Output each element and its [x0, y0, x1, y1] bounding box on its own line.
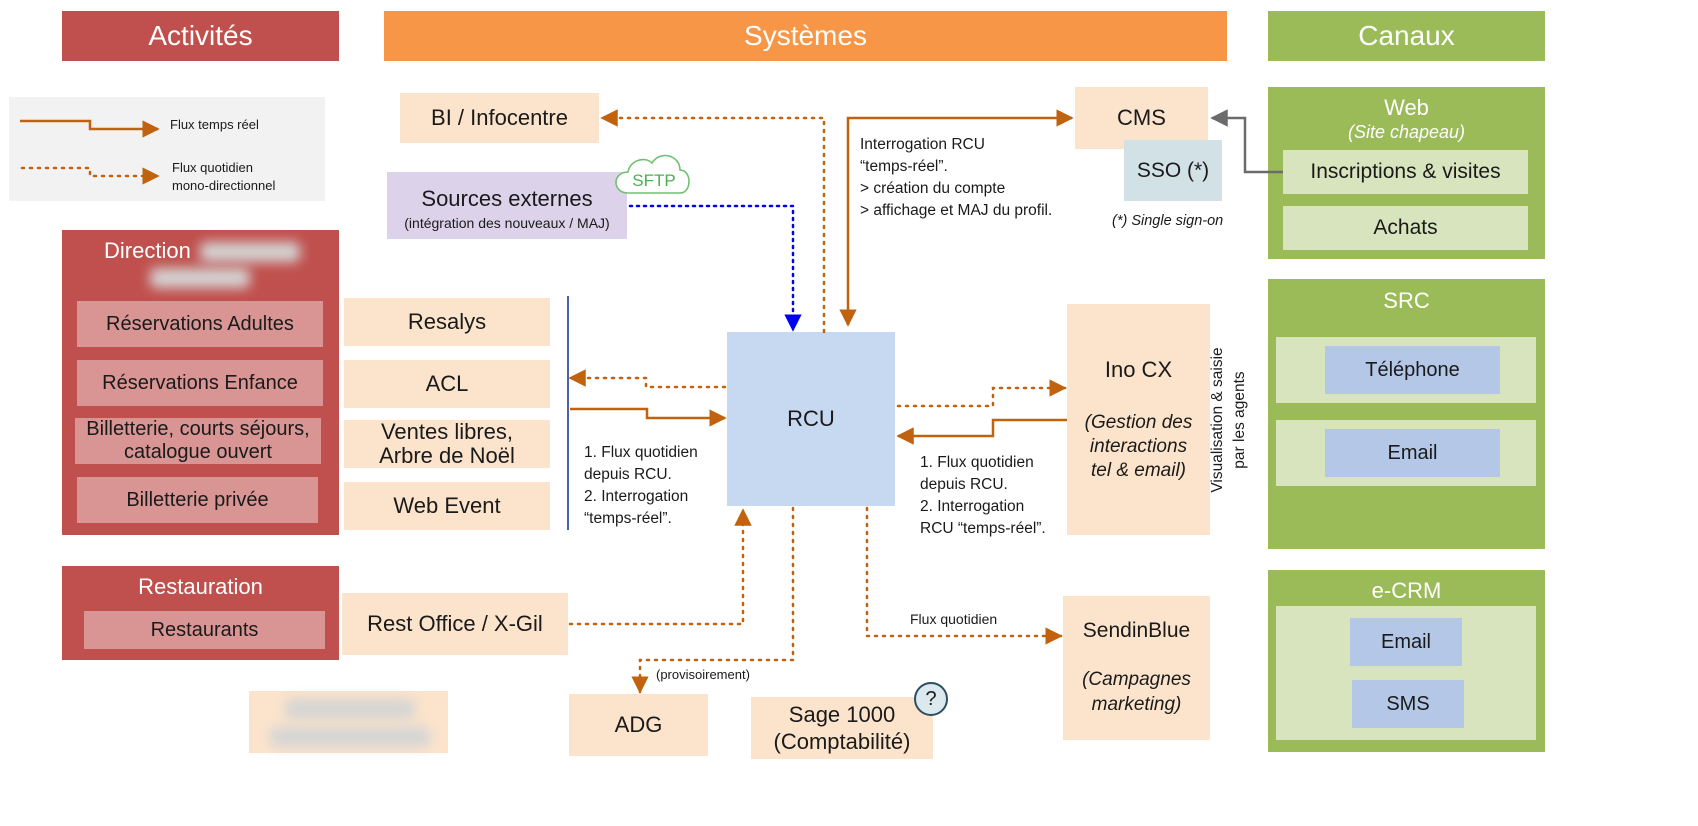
system-cms: CMS	[1075, 87, 1208, 149]
flow-web-cms	[1210, 109, 1283, 174]
legend-daily-label-2: mono-directionnel	[172, 178, 276, 193]
flow-restoffice-rcu	[568, 508, 752, 626]
sage-line2: (Comptabilité)	[773, 729, 911, 754]
sendinblue-sub-2: marketing)	[1091, 694, 1182, 715]
direction-title: Direction	[104, 238, 191, 263]
sendinblue-title: SendinBlue	[1082, 619, 1191, 642]
channel-web-subtitle: (Site chapeau)	[1347, 122, 1466, 142]
ino-cx-sub-3: tel & email)	[1090, 459, 1187, 481]
system-sso: SSO (*)	[1124, 140, 1222, 201]
header-canaux: Canaux	[1268, 11, 1545, 61]
channel-web-title: Web	[1384, 95, 1429, 120]
channel-src-email: Email	[1325, 429, 1500, 477]
left-note-line: depuis RCU.	[584, 466, 672, 483]
ventes-libres-line2: Arbre de Noël	[379, 443, 515, 468]
flow-ino-rcu	[896, 418, 1067, 445]
left-flow-note: 1. Flux quotidien depuis RCU. 2. Interro…	[584, 442, 698, 530]
header-systemes: Systèmes	[384, 11, 1227, 61]
system-ventes-libres: Ventes libres, Arbre de Noël	[344, 420, 550, 468]
legend-realtime-line	[20, 119, 160, 138]
system-sage: Sage 1000 (Comptabilité)	[751, 697, 933, 759]
sso-footnote: (*) Single sign-on	[1112, 213, 1224, 229]
flow-rcu-bi	[600, 109, 826, 334]
ino-cx-title: Ino CX	[1104, 356, 1173, 382]
ino-cx-sub-2: interactions	[1089, 435, 1188, 457]
channel-web-achats: Achats	[1283, 206, 1528, 250]
left-note-line: 2. Interrogation	[584, 488, 689, 505]
legend	[9, 97, 325, 201]
system-web-event: Web Event	[344, 482, 550, 530]
system-adg: ADG	[569, 694, 708, 756]
right-flow-note: 1. Flux quotidien depuis RCU. 2. Interro…	[920, 452, 1046, 540]
header-activites: Activités	[62, 11, 339, 61]
channel-src-telephone: Téléphone	[1325, 346, 1500, 394]
redacted-text	[285, 699, 415, 719]
channel-src-group	[1268, 279, 1545, 549]
redacted-text	[200, 242, 300, 262]
channel-ecrm-sms: SMS	[1352, 680, 1464, 728]
right-note-line: depuis RCU.	[920, 476, 1008, 493]
left-note-line: 1. Flux quotidien	[584, 444, 698, 461]
system-sources-externes: Sources externes (intégration des nouvea…	[387, 172, 627, 239]
sendinblue-sub-1: (Campagnes	[1082, 669, 1191, 690]
redacted-text	[270, 727, 430, 747]
cms-label: CMS	[1117, 105, 1166, 130]
system-acl: ACL	[344, 360, 550, 408]
activity-reservations-enfance: Réservations Enfance	[77, 360, 323, 406]
flow-sources-rcu	[628, 204, 802, 332]
flow-rcu-adg	[631, 506, 795, 694]
left-note-line: “temps-réel”.	[584, 510, 672, 527]
system-sendinblue: SendinBlue (Campagnes marketing)	[1063, 596, 1210, 740]
restauration-title: Restauration	[138, 574, 263, 599]
rcu-label: RCU	[787, 406, 835, 431]
flow-rcu-left-systems	[568, 369, 727, 389]
legend-daily-label-1: Flux quotidien	[172, 160, 253, 175]
ino-cx-sub-1: (Gestion des	[1084, 411, 1193, 433]
right-note-line: 1. Flux quotidien	[920, 454, 1034, 471]
channel-web-inscriptions: Inscriptions & visites	[1283, 150, 1528, 194]
flow-cms-rcu	[839, 109, 1074, 327]
activity-reservations-adultes: Réservations Adultes	[77, 301, 323, 347]
sftp-cloud-icon	[615, 154, 690, 194]
flow-rcu-ino	[896, 379, 1067, 408]
provisoirement-label: (provisoirement)	[656, 667, 750, 682]
system-resalys: Resalys	[344, 298, 550, 346]
activity-restaurants: Restaurants	[84, 611, 325, 649]
sage-line1: Sage 1000	[788, 702, 896, 727]
system-ino-cx: Ino CX (Gestion des interactions tel & e…	[1067, 304, 1210, 535]
system-rcu: RCU	[727, 332, 895, 506]
sources-externes-subtitle: (intégration des nouveaux / MAJ)	[404, 215, 610, 231]
sftp-label: SFTP	[632, 171, 676, 190]
ventes-libres-line1: Ventes libres,	[380, 419, 514, 444]
legend-realtime-label: Flux temps réel	[170, 117, 259, 132]
legend-daily-line	[20, 166, 160, 185]
flow-left-systems-rcu	[570, 407, 727, 427]
system-rest-office: Rest Office / X-Gil	[342, 593, 568, 655]
channel-ecrm-title: e-CRM	[1371, 578, 1442, 603]
flow-rcu-sendinblue	[865, 506, 1063, 645]
question-icon: ?	[914, 682, 948, 716]
system-bi-infocentre: BI / Infocentre	[400, 93, 599, 143]
redacted-text	[150, 268, 250, 288]
flux-quotidien-label: Flux quotidien	[910, 611, 998, 627]
channel-src-title: SRC	[1383, 288, 1430, 313]
activity-billetterie: Billetterie, courts séjours, catalogue o…	[75, 418, 321, 464]
channel-ecrm-email: Email	[1350, 618, 1462, 666]
right-note-line: RCU “temps-réel”.	[920, 520, 1046, 537]
activity-billetterie-privee: Billetterie privée	[77, 477, 318, 523]
right-note-line: 2. Interrogation	[920, 498, 1025, 515]
sources-externes-title: Sources externes	[421, 186, 593, 211]
